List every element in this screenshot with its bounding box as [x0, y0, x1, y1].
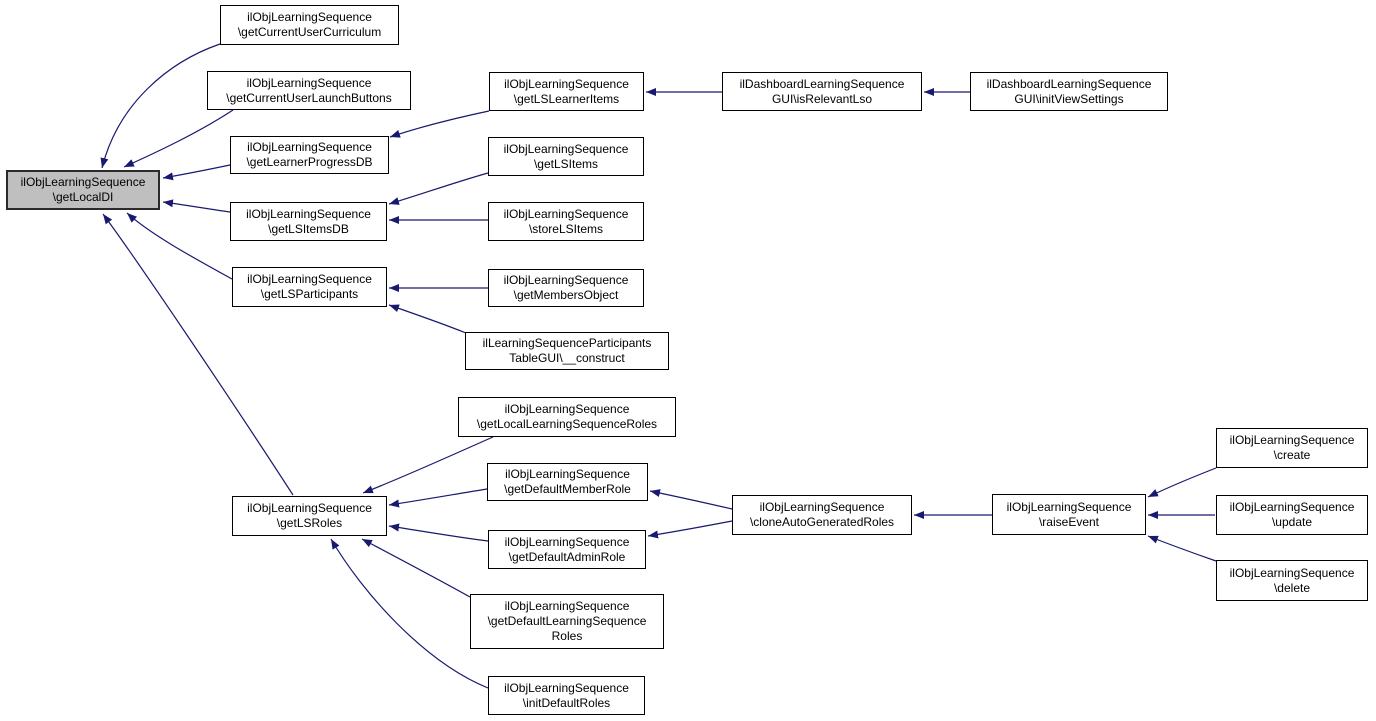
edge-participantsTableConstruct-getLSParticipants	[388, 304, 467, 334]
node-create[interactable]: ilObjLearningSequence \create	[1216, 428, 1368, 468]
edge-getLSRoles-getLocalDI	[102, 213, 294, 496]
node-initViewSettings[interactable]: ilDashboardLearningSequence GUI\initView…	[970, 72, 1168, 111]
node-label: ilObjLearningSequence \getDefaultAdminRo…	[504, 534, 630, 564]
node-label: ilObjLearningSequence \cloneAutoGenerate…	[749, 500, 895, 529]
node-label: ilObjLearningSequence \getCurrentUserCur…	[237, 10, 382, 39]
node-label: ilLearningSequenceParticipants TableGUI\…	[482, 336, 652, 365]
node-getCurrentUserCurriculum[interactable]: ilObjLearningSequence \getCurrentUserCur…	[220, 5, 399, 45]
node-getDefaultLearningSequenceRoles[interactable]: ilObjLearningSequence \getDefaultLearnin…	[470, 594, 664, 649]
node-getLSLearnerItems[interactable]: ilObjLearningSequence \getLSLearnerItems	[489, 72, 644, 111]
node-label: ilObjLearningSequence \update	[1229, 500, 1355, 529]
node-raiseEvent[interactable]: ilObjLearningSequence \raiseEvent	[992, 494, 1146, 535]
edge-getLSParticipants-getLocalDI	[126, 212, 233, 280]
node-getDefaultAdminRole[interactable]: ilObjLearningSequence \getDefaultAdminRo…	[488, 530, 646, 569]
edge-getDefaultLearningSequenceRoles-getLSRoles	[361, 538, 471, 598]
node-getLSParticipants[interactable]: ilObjLearningSequence \getLSParticipants	[232, 267, 387, 307]
edge-cloneAutoGeneratedRoles-getDefaultAdminRole	[647, 520, 733, 539]
edge-cloneAutoGeneratedRoles-getDefaultMemberRole	[649, 489, 733, 510]
node-label: ilObjLearningSequence \getCurrentUserLau…	[226, 75, 392, 105]
edge-getDefaultMemberRole-getLSRoles	[388, 488, 488, 508]
edge-getLearnerProgressDB-getLocalDI	[162, 164, 231, 181]
node-label: ilDashboardLearningSequence GUI\isReleva…	[739, 76, 905, 106]
node-label: ilDashboardLearningSequence GUI\initView…	[986, 76, 1152, 106]
node-label: ilObjLearningSequence \getMembersObject	[503, 273, 629, 302]
node-label: ilObjLearningSequence \raiseEvent	[1006, 499, 1132, 529]
edge-getLSLearnerItems-getLearnerProgressDB	[389, 110, 490, 138]
edge-getLSItemsDB-getLocalDI	[162, 199, 231, 213]
node-label: ilObjLearningSequence \getLocalLearningS…	[476, 402, 658, 431]
node-getCurrentUserLaunchButtons[interactable]: ilObjLearningSequence \getCurrentUserLau…	[207, 71, 411, 110]
node-label: ilObjLearningSequence \initDefaultRoles	[504, 680, 629, 710]
edge-initDefaultRoles-getLSRoles	[330, 538, 489, 689]
node-getLocalLearningSequenceRoles[interactable]: ilObjLearningSequence \getLocalLearningS…	[458, 397, 676, 437]
node-label: ilObjLearningSequence \getLSParticipants	[247, 272, 372, 301]
node-label: ilObjLearningSequence \delete	[1229, 565, 1355, 595]
node-getLSItems[interactable]: ilObjLearningSequence \getLSItems	[488, 137, 644, 176]
node-label: ilObjLearningSequence \storeLSItems	[503, 206, 629, 236]
node-storeLSItems[interactable]: ilObjLearningSequence \storeLSItems	[488, 202, 644, 241]
node-isRelevantLso[interactable]: ilDashboardLearningSequence GUI\isReleva…	[722, 72, 922, 111]
node-label: ilObjLearningSequence \getLSRoles	[247, 501, 372, 530]
node-label: ilObjLearningSequence \getLSItemsDB	[246, 206, 371, 236]
node-label: ilObjLearningSequence \getLearnerProgres…	[246, 140, 373, 169]
edge-create-raiseEvent	[1147, 467, 1217, 498]
node-label: ilObjLearningSequence \getLocalDI	[20, 175, 146, 204]
edge-getCurrentUserLaunchButtons-getLocalDI	[123, 109, 234, 168]
node-getLocalDI[interactable]: ilObjLearningSequence \getLocalDI	[6, 170, 160, 210]
node-initDefaultRoles[interactable]: ilObjLearningSequence \initDefaultRoles	[488, 676, 645, 715]
node-getMembersObject[interactable]: ilObjLearningSequence \getMembersObject	[488, 269, 644, 307]
node-getLSRoles[interactable]: ilObjLearningSequence \getLSRoles	[232, 496, 387, 536]
node-update[interactable]: ilObjLearningSequence \update	[1216, 495, 1368, 535]
edge-getLocalLearningSequenceRoles-getLSRoles	[362, 436, 494, 494]
node-cloneAutoGeneratedRoles[interactable]: ilObjLearningSequence \cloneAutoGenerate…	[732, 495, 912, 535]
node-participantsTableConstruct[interactable]: ilLearningSequenceParticipants TableGUI\…	[465, 332, 669, 370]
edge-getCurrentUserCurriculum-getLocalDI	[100, 43, 221, 169]
node-label: ilObjLearningSequence \getDefaultLearnin…	[487, 599, 647, 643]
node-label: ilObjLearningSequence \getLSItems	[503, 141, 629, 171]
node-getLearnerProgressDB[interactable]: ilObjLearningSequence \getLearnerProgres…	[230, 136, 389, 174]
node-label: ilObjLearningSequence \create	[1229, 433, 1355, 462]
edge-getDefaultAdminRole-getLSRoles	[388, 523, 489, 542]
edge-getLSItems-getLSItemsDB	[388, 172, 489, 205]
node-getLSItemsDB[interactable]: ilObjLearningSequence \getLSItemsDB	[230, 202, 387, 241]
edge-delete-raiseEvent	[1147, 535, 1217, 562]
node-label: ilObjLearningSequence \getDefaultMemberR…	[504, 467, 631, 496]
node-delete[interactable]: ilObjLearningSequence \delete	[1216, 560, 1368, 601]
node-getDefaultMemberRole[interactable]: ilObjLearningSequence \getDefaultMemberR…	[487, 463, 648, 501]
node-label: ilObjLearningSequence \getLSLearnerItems	[504, 76, 629, 106]
